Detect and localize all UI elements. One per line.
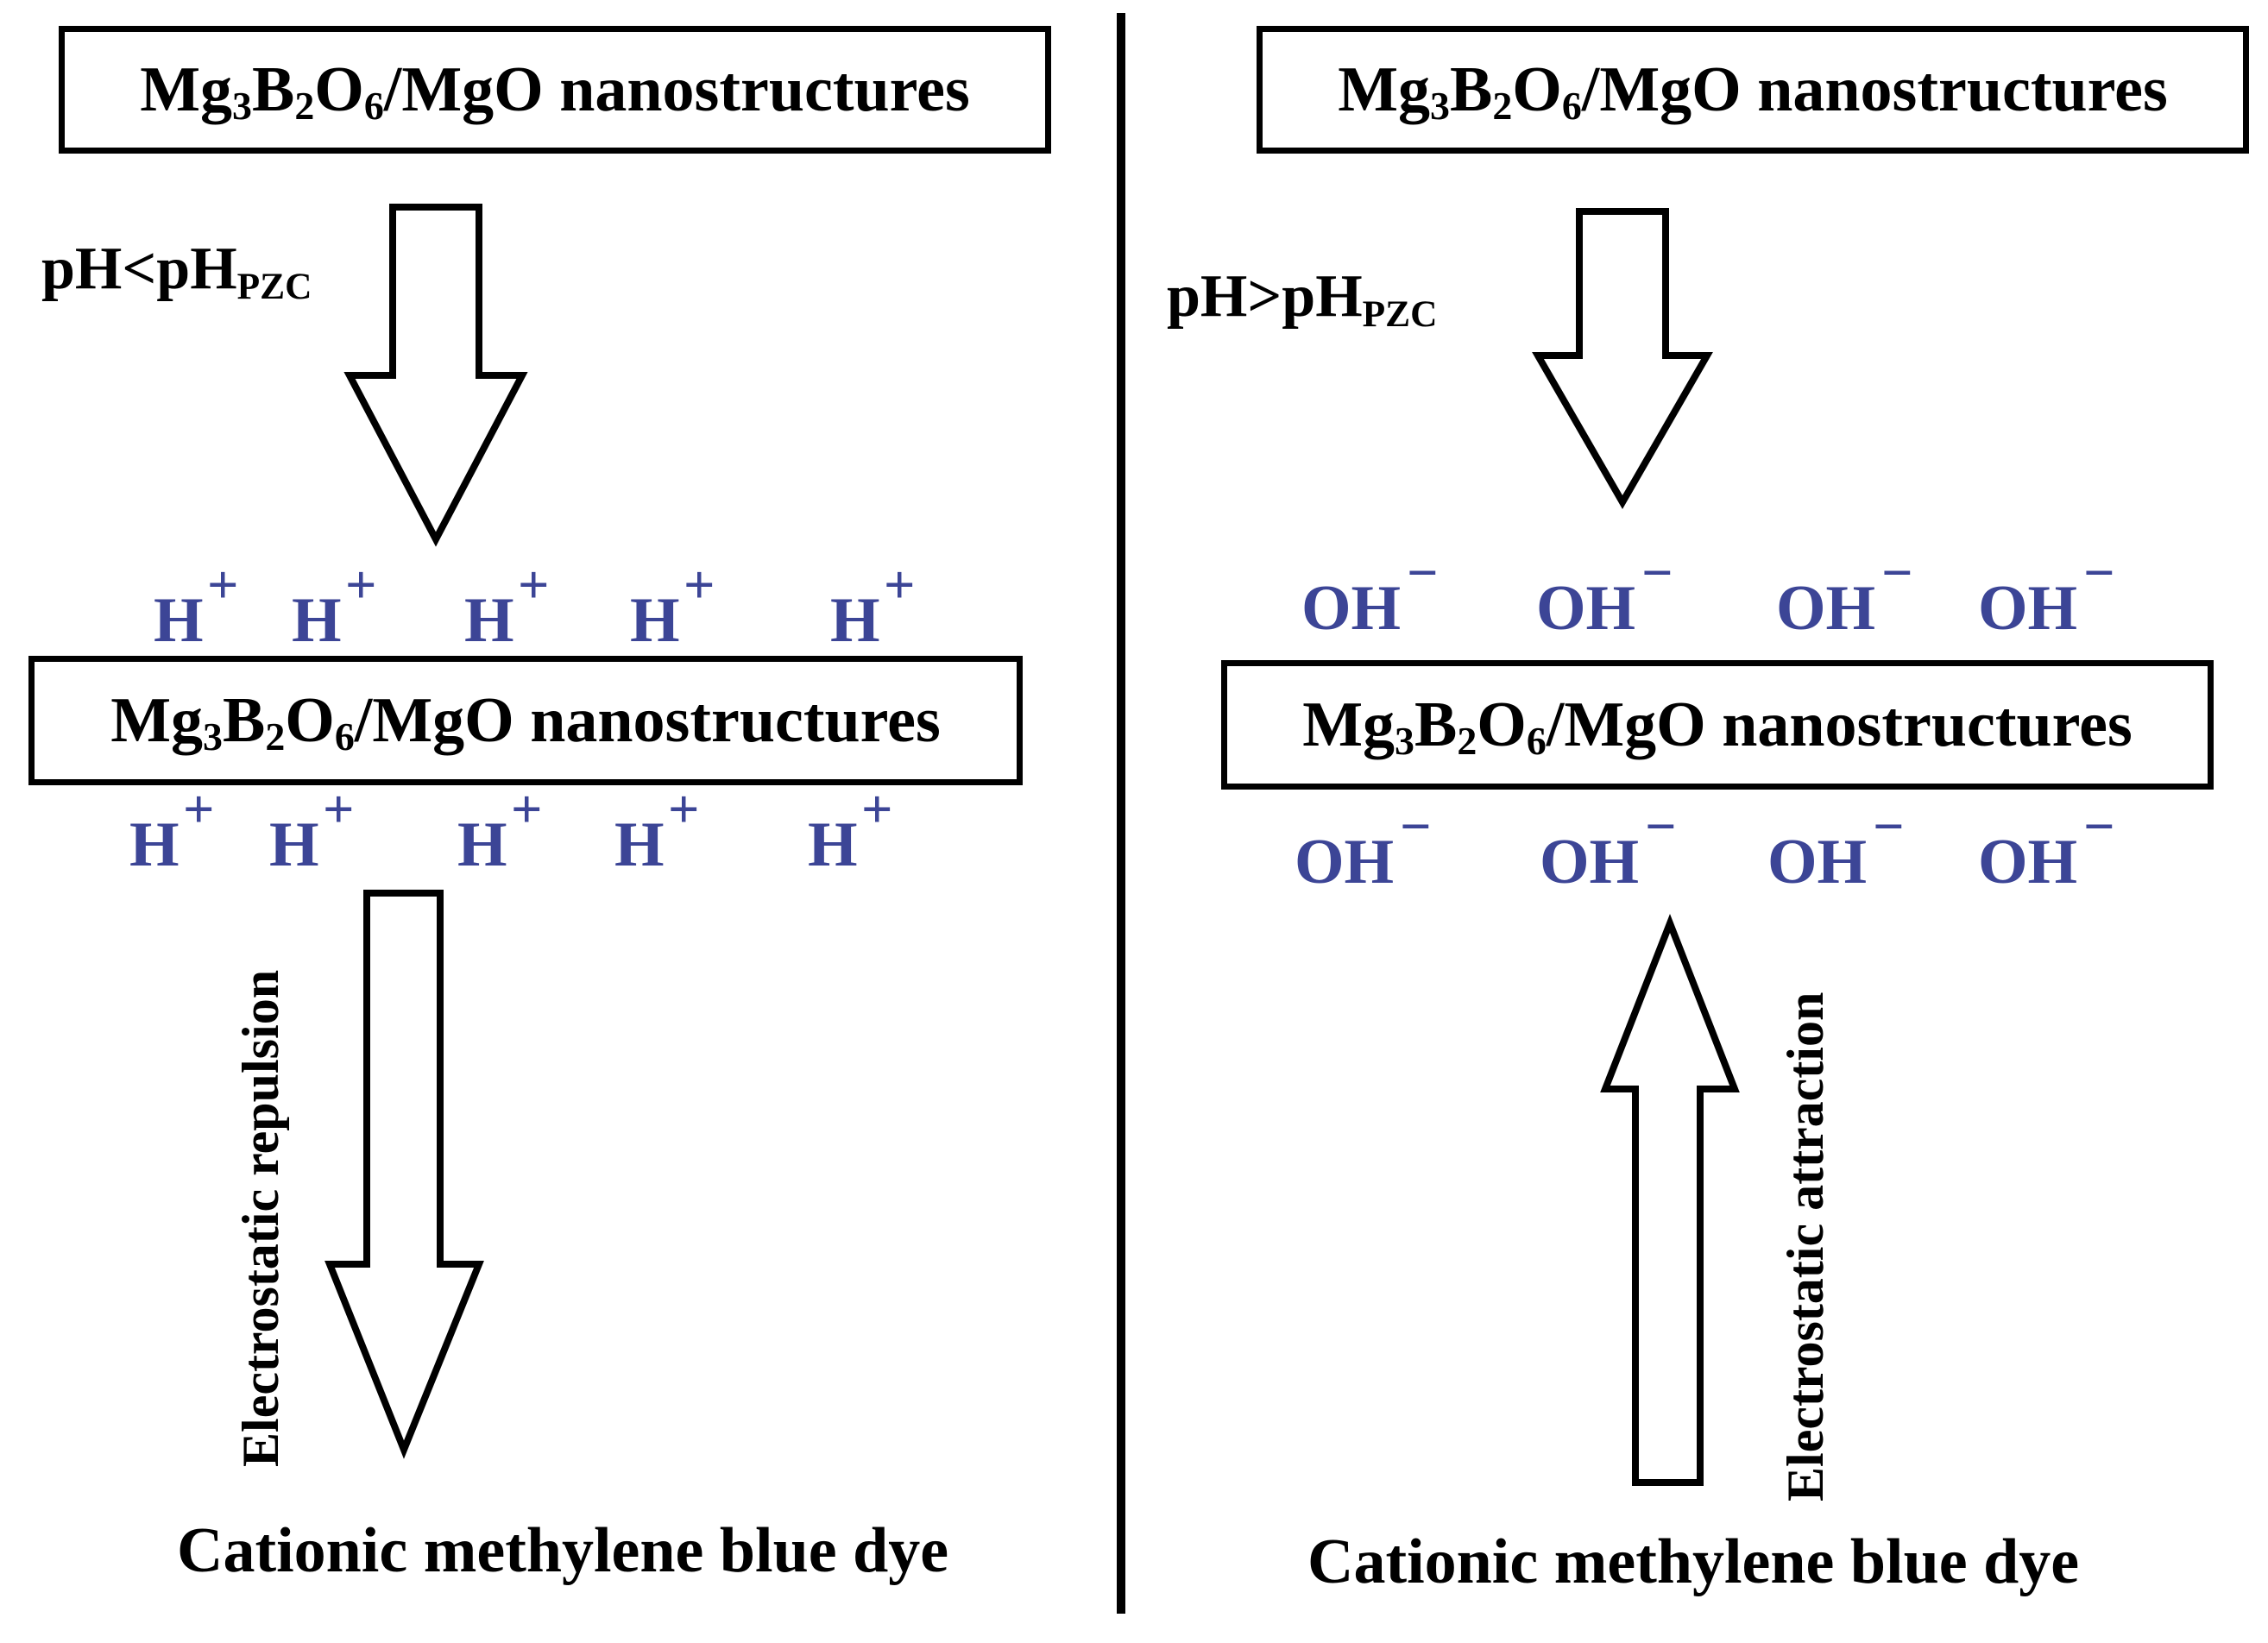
panel-divider <box>1117 13 1125 1614</box>
left-mid-box-label: Mg3B2O6/MgO nanostructures <box>110 684 941 759</box>
ion-h-plus: H+ <box>630 554 715 656</box>
ion-oh-minus: OH− <box>1301 542 1439 644</box>
left-top-box: Mg3B2O6/MgO nanostructures <box>59 26 1051 154</box>
ion-oh-minus: OH− <box>1978 542 2115 644</box>
ion-h-plus: H+ <box>830 554 916 656</box>
ion-h-plus: H+ <box>457 778 543 880</box>
left-ph-condition: pH<pHPZC <box>41 236 312 308</box>
ion-oh-minus: OH− <box>1776 542 1913 644</box>
ion-h-plus: H+ <box>154 554 239 656</box>
right-mid-box: Mg3B2O6/MgO nanostructures <box>1221 660 2214 790</box>
left-top-box-label: Mg3B2O6/MgO nanostructures <box>140 54 970 128</box>
ion-oh-minus: OH− <box>1540 796 1677 897</box>
ion-h-plus: H+ <box>292 554 377 656</box>
right-interaction-label: Electrostatic attraction <box>1777 991 1834 1501</box>
ion-h-plus: H+ <box>808 778 893 880</box>
right-top-box: Mg3B2O6/MgO nanostructures <box>1257 26 2249 154</box>
ion-oh-minus: OH− <box>1978 796 2115 897</box>
ion-h-plus: H+ <box>614 778 700 880</box>
right-mid-box-label: Mg3B2O6/MgO nanostructures <box>1302 689 2133 763</box>
ion-h-plus: H+ <box>129 778 215 880</box>
ion-h-plus: H+ <box>269 778 355 880</box>
right-ph-condition: pH>pHPZC <box>1167 263 1438 336</box>
left-dye-label: Cationic methylene blue dye <box>177 1515 949 1586</box>
right-dye-label: Cationic methylene blue dye <box>1307 1527 2080 1597</box>
ion-oh-minus: OH− <box>1767 796 1905 897</box>
left-mid-box: Mg3B2O6/MgO nanostructures <box>28 656 1023 785</box>
ion-oh-minus: OH− <box>1536 542 1673 644</box>
right-top-box-label: Mg3B2O6/MgO nanostructures <box>1338 54 2168 128</box>
ion-oh-minus: OH− <box>1295 796 1432 897</box>
ion-h-plus: H+ <box>464 554 550 656</box>
